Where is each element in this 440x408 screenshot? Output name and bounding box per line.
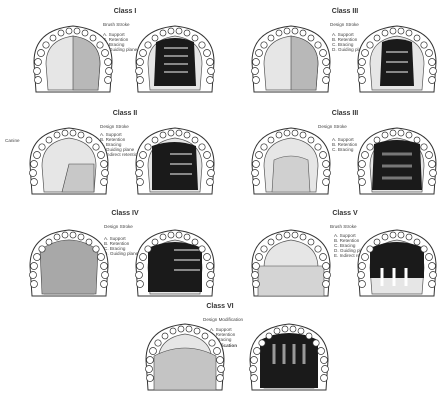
arch-illustrations [0,0,440,408]
